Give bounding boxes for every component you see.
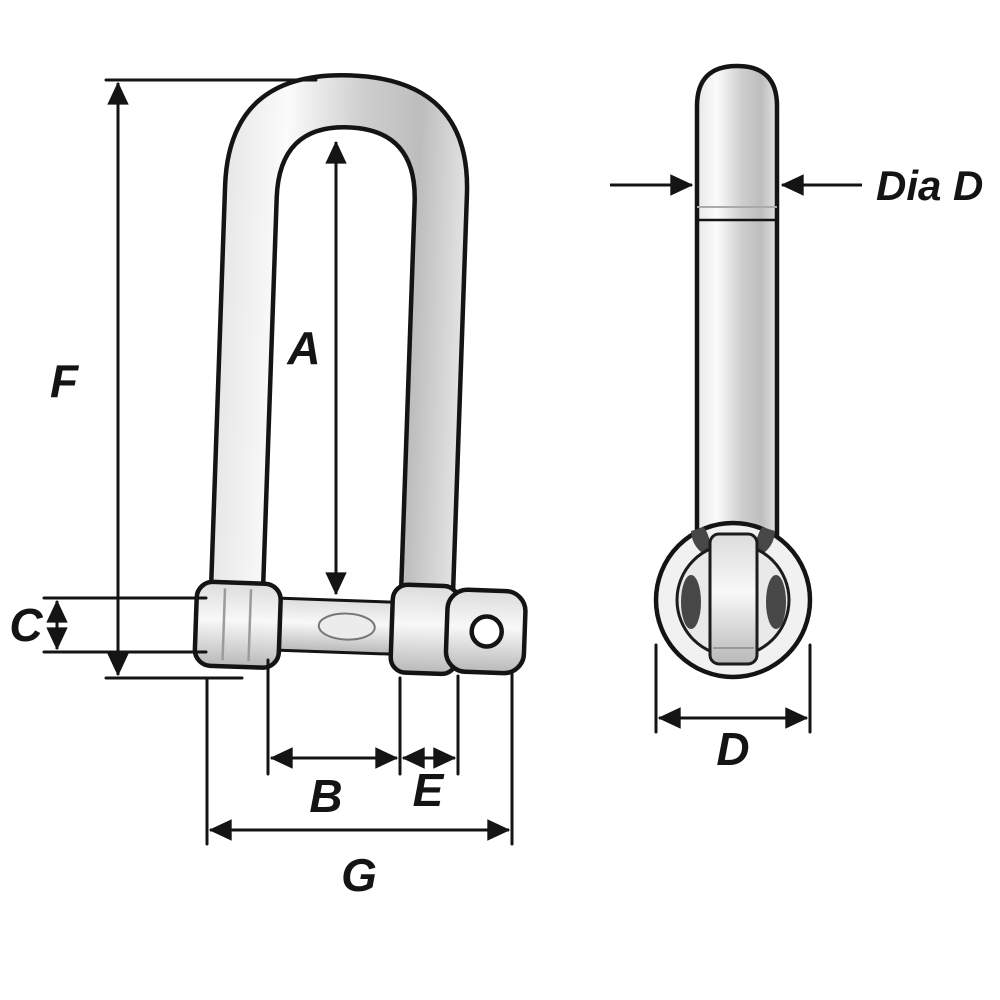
dim-label-C: C — [9, 599, 43, 651]
brand-emblem — [317, 612, 376, 641]
dimension-C: C — [9, 596, 208, 654]
boss-right-ear-shadow — [755, 527, 775, 557]
dimension-G: G — [205, 672, 514, 901]
front-view — [192, 73, 528, 677]
dim-label-D: D — [716, 723, 749, 775]
dimension-B: B — [266, 658, 402, 822]
dimension-E: E — [401, 674, 460, 816]
dim-label-dia-D: Dia D — [876, 162, 983, 209]
dimension-F: F — [50, 78, 318, 680]
shackle-bow — [206, 73, 470, 655]
boss-left-ear-shadow — [691, 527, 711, 557]
pin-hex-facets — [221, 588, 253, 662]
dimensions: F A C B E — [9, 78, 983, 901]
dimension-D: D — [654, 643, 812, 775]
pin-hex-head — [192, 579, 283, 670]
pin-eye-hole — [469, 614, 504, 649]
dim-label-G: G — [341, 849, 377, 901]
side-pin-column — [708, 532, 759, 666]
side-shank — [694, 63, 780, 548]
dimension-A: A — [286, 140, 347, 596]
dim-label-F: F — [50, 355, 80, 407]
inner-left-shadow — [681, 575, 701, 629]
dim-label-E: E — [413, 764, 445, 816]
inner-right-shadow — [766, 575, 786, 629]
side-view — [653, 63, 813, 680]
dim-label-A: A — [286, 322, 320, 374]
dimension-dia-D: Dia D — [610, 162, 983, 209]
dim-label-B: B — [309, 770, 342, 822]
